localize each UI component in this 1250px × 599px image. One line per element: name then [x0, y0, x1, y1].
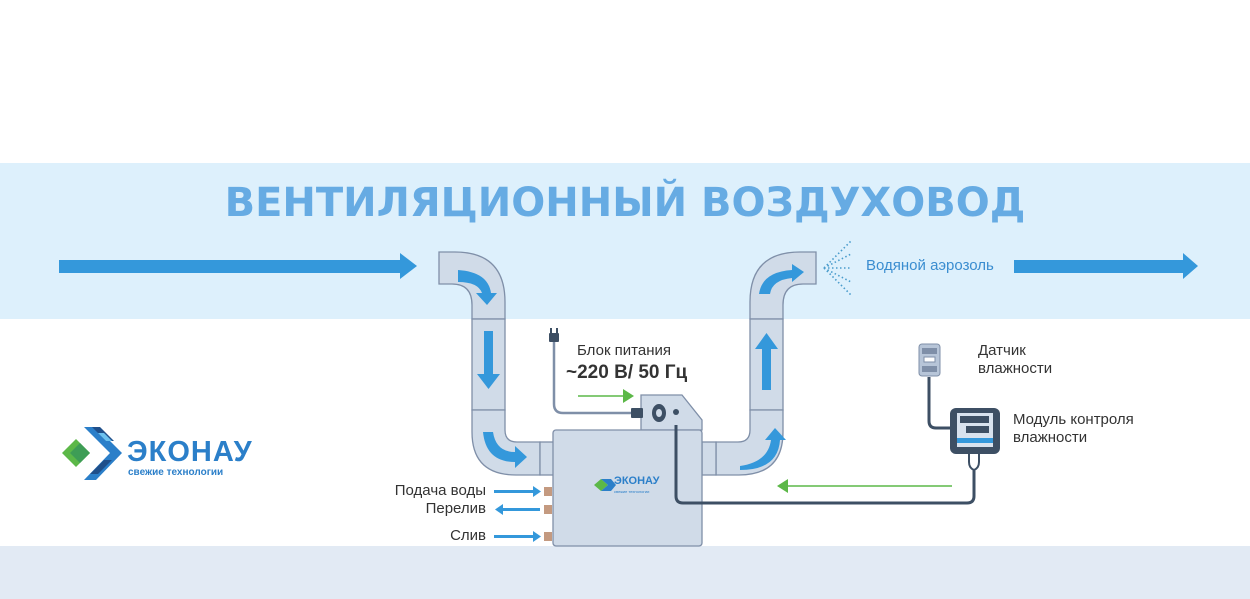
- control-module-label: Модуль контроля влажности: [1013, 411, 1134, 447]
- humidity-sensor-label-line2: влажности: [978, 360, 1053, 377]
- right-duct-flow-arrows: [740, 264, 804, 470]
- overflow-fitting: [544, 505, 552, 514]
- humidity-sensor-icon: [918, 343, 941, 377]
- brand-tagline: свежие технологии: [128, 467, 224, 478]
- control-module-label-line1: Модуль контроля: [1013, 411, 1134, 428]
- brand-name: ЭКОНАУ: [127, 436, 253, 468]
- water-supply-arrow: [494, 486, 541, 497]
- power-voltage-label: ~220 В/ 50 Гц: [566, 362, 688, 383]
- control-module-label-line2: влажности: [1013, 429, 1088, 446]
- unit-logo-icon: [594, 479, 616, 491]
- humidity-sensor-label: Датчик влажности: [978, 342, 1052, 378]
- page-title: ВЕНТИЛЯЦИОННЫЙ ВОЗДУХОВОД: [224, 180, 1026, 226]
- drain-arrow: [494, 531, 541, 542]
- power-plug-icon: [549, 328, 643, 418]
- power-supply-label: Блок питания: [577, 342, 671, 359]
- drain-fitting: [544, 532, 552, 541]
- sensor-cable: [927, 377, 950, 430]
- water-supply-fitting: [544, 487, 552, 496]
- airflow-in-arrow: [59, 253, 417, 279]
- ekonau-logo-icon: [62, 427, 122, 480]
- control-module-icon: [950, 408, 1000, 472]
- sensor-port: [673, 409, 679, 415]
- power-signal-arrow: [578, 389, 634, 403]
- control-cable: [674, 425, 976, 505]
- overflow-label: Перелив: [425, 500, 486, 517]
- aerosol-label: Водяной аэрозоль: [866, 257, 994, 274]
- control-signal-arrow: [777, 479, 952, 493]
- drain-label: Слив: [450, 527, 486, 544]
- water-supply-label: Подача воды: [394, 482, 486, 499]
- unit-brand-tagline: свежие технологии: [614, 489, 650, 494]
- duct-band: [0, 163, 1250, 319]
- water-spray-icon: [823, 239, 853, 297]
- humidifier-unit: [544, 394, 703, 547]
- airflow-out-arrow: [1014, 253, 1198, 279]
- floor-band: [0, 546, 1250, 599]
- power-socket-icon: [652, 404, 666, 422]
- unit-brand-name: ЭКОНАУ: [614, 475, 660, 487]
- humidity-sensor-label-line1: Датчик: [978, 342, 1026, 359]
- left-duct-flow-arrows: [458, 270, 527, 468]
- power-cable: [552, 340, 632, 415]
- overflow-arrow: [495, 504, 540, 515]
